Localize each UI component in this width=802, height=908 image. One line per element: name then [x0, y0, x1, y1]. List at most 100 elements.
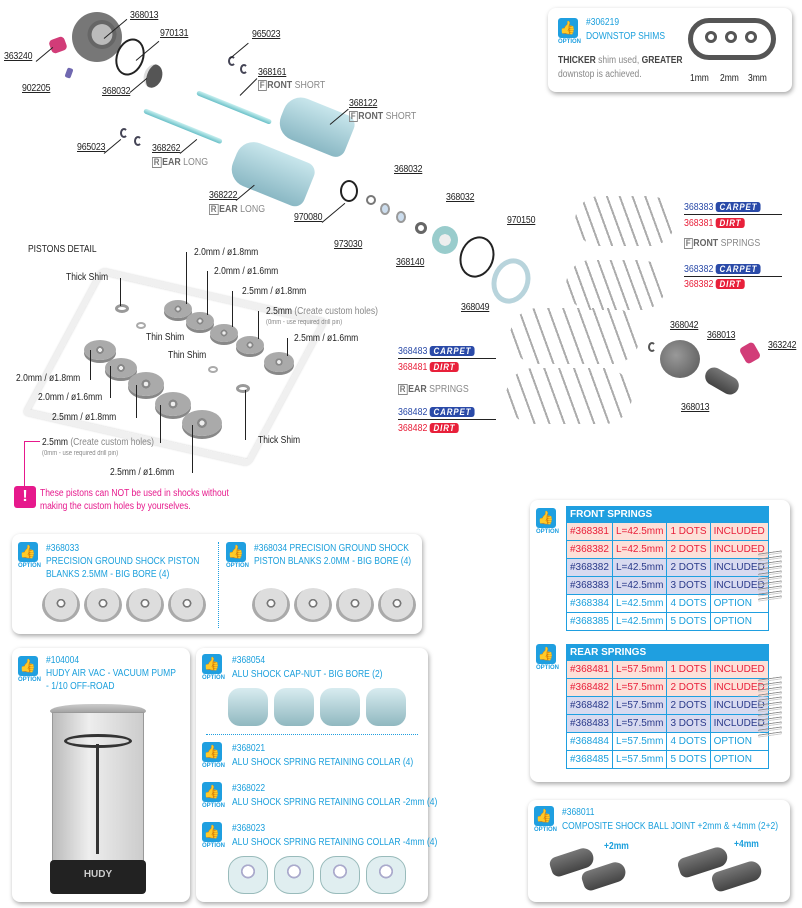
downstop-shims-card: 👍 OPTION #306219 DOWNSTOP SHIMS THICKER … — [548, 8, 792, 92]
part-number: 368032 — [446, 192, 475, 203]
connector-line — [232, 291, 233, 327]
magenta-connector — [24, 441, 40, 442]
bearing-973030-b — [396, 211, 406, 223]
part-number: 965023 — [252, 29, 281, 40]
product-code: #368021 — [232, 743, 266, 754]
label-piston-l2: 2.0mm / ø1.6mm — [38, 392, 103, 403]
spring-coil-icon — [758, 676, 782, 738]
product-code: #368022 — [232, 783, 266, 794]
cell-code: #368385 — [566, 612, 613, 631]
cell-code: #368484 — [566, 732, 613, 751]
label-plus-4mm: +4mm — [734, 839, 759, 850]
piston-blank-image — [126, 588, 164, 622]
shim-size-2mm: 2mm — [720, 73, 739, 84]
cell-length: L=57.5mm — [611, 732, 668, 751]
cell-status: INCLUDED — [709, 522, 769, 541]
connector-line — [207, 271, 208, 315]
product-title-line1: HUDY AIR VAC - VACUUM PUMP — [46, 668, 176, 679]
dotted-divider — [218, 542, 219, 628]
thick-shim-drawing — [115, 304, 129, 313]
cell-code: #368481 — [566, 660, 613, 679]
cell-dots: 2 DOTS — [666, 540, 711, 559]
cell-status: INCLUDED — [709, 678, 769, 697]
piston — [105, 358, 137, 378]
connector-line — [192, 425, 193, 473]
part-368032-disc-drawing — [140, 61, 166, 91]
cell-code: #368382 — [566, 558, 613, 577]
shim-description-line2: downstop is achieved. — [558, 69, 642, 80]
connector-line — [258, 311, 259, 339]
piston-blank-image — [42, 588, 80, 622]
connector-line — [160, 405, 161, 443]
leader-line — [229, 42, 249, 59]
cell-code: #368382 — [566, 540, 613, 559]
part-number: 368049 — [461, 302, 490, 313]
product-title: DOWNSTOP SHIMS — [586, 31, 666, 42]
label-piston-l5: 2.5mm / ø1.6mm — [110, 467, 175, 478]
product-title-line2: PISTON BLANKS 2.0MM - BIG BORE (4) — [254, 556, 412, 567]
connector-line — [186, 252, 187, 304]
part-number: 368262 — [152, 143, 181, 154]
piston — [186, 312, 214, 330]
label-thick-shim: Thick Shim — [66, 272, 109, 283]
thumbs-up-icon: 👍 — [536, 644, 556, 664]
cell-length: L=42.5mm — [611, 576, 668, 595]
body-368222-drawing — [226, 136, 318, 210]
thick-shim-drawing — [236, 384, 250, 393]
cell-status: OPTION — [709, 750, 769, 769]
part-363242-drawing — [738, 341, 762, 365]
thumbs-up-icon: 👍 — [202, 742, 222, 762]
piston-blank-image — [378, 588, 416, 622]
cell-length: L=57.5mm — [611, 678, 668, 697]
thumbs-up-icon: 👍 — [536, 508, 556, 528]
part-number: 363240 — [4, 51, 33, 62]
cell-status: OPTION — [709, 612, 769, 631]
leader-line — [129, 77, 148, 93]
thumbs-up-icon: 👍 — [202, 654, 222, 674]
cell-length: L=57.5mm — [611, 660, 668, 679]
product-title-line1: PRECISION GROUND SHOCK PISTON — [46, 556, 200, 567]
cap-nut-image — [228, 688, 268, 726]
warning-text-line1: These pistons can NOT be used in shocks … — [40, 488, 229, 499]
cell-dots: 4 DOTS — [666, 732, 711, 751]
piston-blank-image — [84, 588, 122, 622]
part-number: 970080 — [294, 212, 323, 223]
part-number: 368013 — [681, 402, 710, 413]
piston — [182, 410, 222, 436]
piston — [264, 352, 294, 372]
cell-length: L=42.5mm — [611, 540, 668, 559]
thumbs-up-icon: 👍 — [226, 542, 246, 562]
product-code: #368023 — [232, 823, 266, 834]
exclamation-icon: ! — [14, 486, 36, 508]
option-badge: 👍 OPTION — [536, 644, 560, 671]
clip-965023-left-a — [120, 128, 128, 138]
part-902205-screw-drawing — [64, 67, 74, 79]
product-title: ALU SHOCK SPRING RETAINING COLLAR -2mm (… — [232, 797, 438, 808]
part-number: 368140 — [396, 257, 425, 268]
product-title-line2: BLANKS 2.5MM - BIG BORE (4) — [46, 569, 170, 580]
cap-nut-image — [274, 688, 314, 726]
part-368013-cap-drawing — [72, 12, 122, 62]
cell-dots: 5 DOTS — [666, 750, 711, 769]
part-number: 902205 — [22, 83, 51, 94]
collar-image — [274, 856, 314, 894]
label-plus-2mm: +2mm — [604, 841, 629, 852]
piston — [84, 340, 116, 360]
shim-sprue-drawing — [688, 18, 776, 60]
cap-nut-image — [366, 688, 406, 726]
piston-blank-image — [252, 588, 290, 622]
thumbs-up-icon: 👍 — [558, 18, 578, 38]
cap-368013-right-drawing — [660, 340, 700, 378]
cell-dots: 1 DOTS — [666, 660, 711, 679]
piston — [128, 372, 164, 396]
part-number: 973030 — [334, 239, 363, 250]
connector-line — [245, 390, 246, 440]
